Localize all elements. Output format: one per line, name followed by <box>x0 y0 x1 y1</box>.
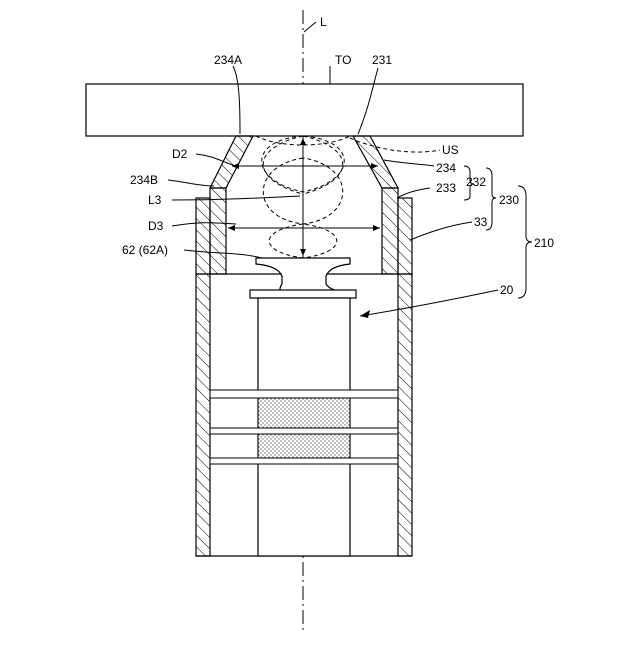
label-33: 33 <box>474 215 488 229</box>
label-234A: 234A <box>214 53 242 67</box>
label-230: 230 <box>499 193 519 207</box>
tip-right-wall <box>382 188 398 274</box>
tip-left-wall <box>210 188 226 274</box>
label-TO: TO <box>335 53 351 67</box>
label-20: 20 <box>500 283 514 297</box>
label-US: US <box>442 143 459 157</box>
plate-upper <box>210 390 398 398</box>
tube-left-wall-upper <box>196 198 210 274</box>
plate-lower <box>210 458 398 464</box>
tube-right-wall-upper <box>398 198 412 274</box>
piezo-element-lower <box>258 434 350 458</box>
label-D2: D2 <box>172 147 188 161</box>
device-20-arrowhead <box>360 310 370 318</box>
tip-left-slope <box>210 136 253 188</box>
plate-middle <box>210 428 398 434</box>
horn-flange <box>250 290 356 298</box>
label-234: 234 <box>436 161 456 175</box>
label-232: 232 <box>466 175 486 189</box>
label-231: 231 <box>372 53 392 67</box>
label-D3: D3 <box>148 219 164 233</box>
label-210: 210 <box>534 236 554 250</box>
label-axis-L: L <box>320 15 327 29</box>
label-234B: 234B <box>130 173 158 187</box>
label-233: 233 <box>436 181 456 195</box>
tip-right-slope <box>353 136 398 188</box>
body-left-wall <box>196 274 210 556</box>
label-L3: L3 <box>148 193 162 207</box>
body-right-wall <box>398 274 412 556</box>
brace-230 <box>486 168 496 230</box>
piezo-element-upper <box>258 398 350 428</box>
label-62-62A: 62 (62A) <box>122 243 168 257</box>
top-object <box>86 84 523 136</box>
brace-210 <box>518 186 532 298</box>
